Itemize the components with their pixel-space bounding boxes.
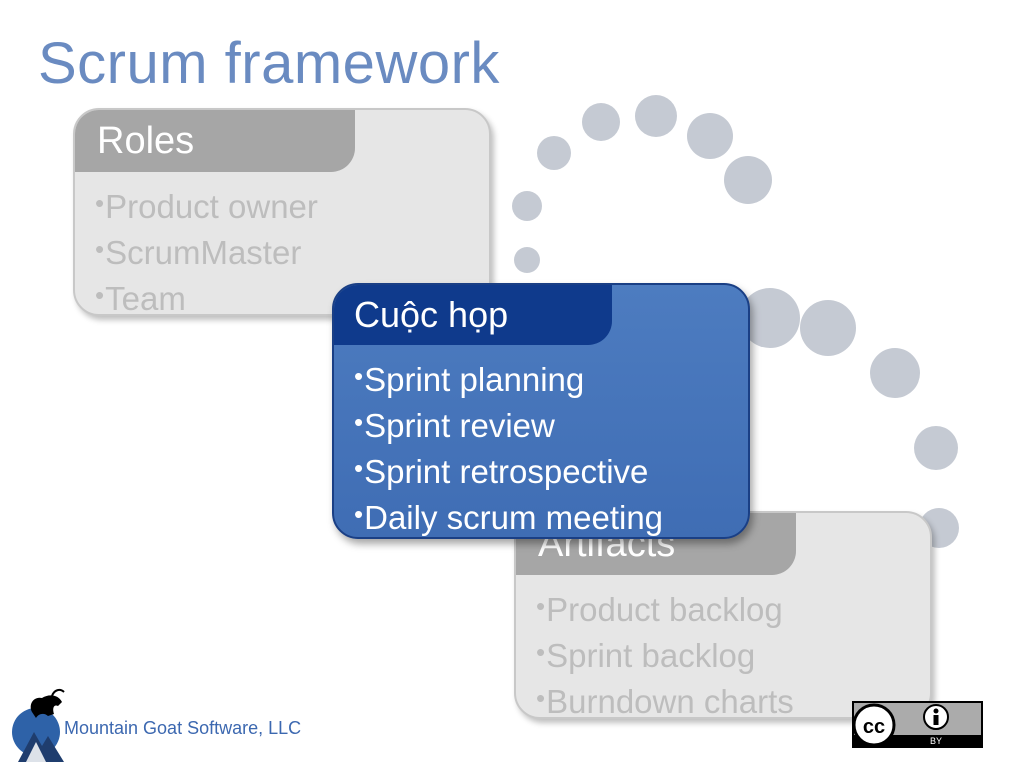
deco-circle [724, 156, 772, 204]
deco-circle [537, 136, 571, 170]
deco-circle [514, 247, 540, 273]
roles-card: Roles •Product owner •ScrumMaster •Team [73, 108, 491, 316]
list-item: •Product owner [95, 188, 318, 225]
bullet-icon: • [536, 683, 546, 713]
bullet-icon: • [354, 407, 364, 437]
bullet-icon: • [354, 453, 364, 483]
bullet-icon: • [354, 361, 364, 391]
deco-circle [914, 426, 958, 470]
list-item: •Sprint review [354, 407, 555, 444]
list-item: •Sprint backlog [536, 637, 756, 674]
list-item: •Burndown charts [536, 683, 794, 719]
deco-circle [740, 288, 800, 348]
bullet-icon: • [95, 234, 105, 264]
bullet-icon: • [95, 280, 105, 310]
mountain-goat-logo-icon [12, 688, 65, 762]
svg-text:cc: cc [863, 716, 885, 738]
meetings-card: Cuộc họp •Sprint planning •Sprint review… [332, 283, 750, 539]
list-item: •Sprint retrospective [354, 453, 649, 490]
bullet-icon: • [95, 188, 105, 218]
cc-by-license-icon: cc BY [852, 701, 983, 748]
slide-title: Scrum framework [38, 31, 500, 96]
artifacts-list: •Product backlog •Sprint backlog •Burndo… [536, 585, 794, 719]
deco-circle [582, 103, 620, 141]
artifacts-card: Artifacts •Product backlog •Sprint backl… [514, 511, 932, 719]
list-item: •Product backlog [536, 591, 783, 628]
list-item: •Daily scrum meeting [354, 499, 664, 536]
list-item: •Team [95, 280, 186, 316]
bullet-icon: • [536, 591, 546, 621]
deco-circle [800, 300, 856, 356]
meetings-heading: Cuộc họp [334, 285, 612, 345]
meetings-list: •Sprint planning •Sprint review •Sprint … [354, 355, 664, 537]
roles-heading: Roles [75, 110, 355, 172]
license-label: BY [930, 736, 942, 746]
bullet-icon: • [354, 499, 364, 529]
list-item: •Sprint planning [354, 361, 585, 398]
roles-list: •Product owner •ScrumMaster •Team [95, 182, 318, 316]
bullet-icon: • [536, 637, 546, 667]
list-item: •ScrumMaster [95, 234, 302, 271]
deco-circle [870, 348, 920, 398]
deco-circle [687, 113, 733, 159]
deco-circle [512, 191, 542, 221]
deco-circle [635, 95, 677, 137]
company-name: Mountain Goat Software, LLC [64, 718, 302, 738]
